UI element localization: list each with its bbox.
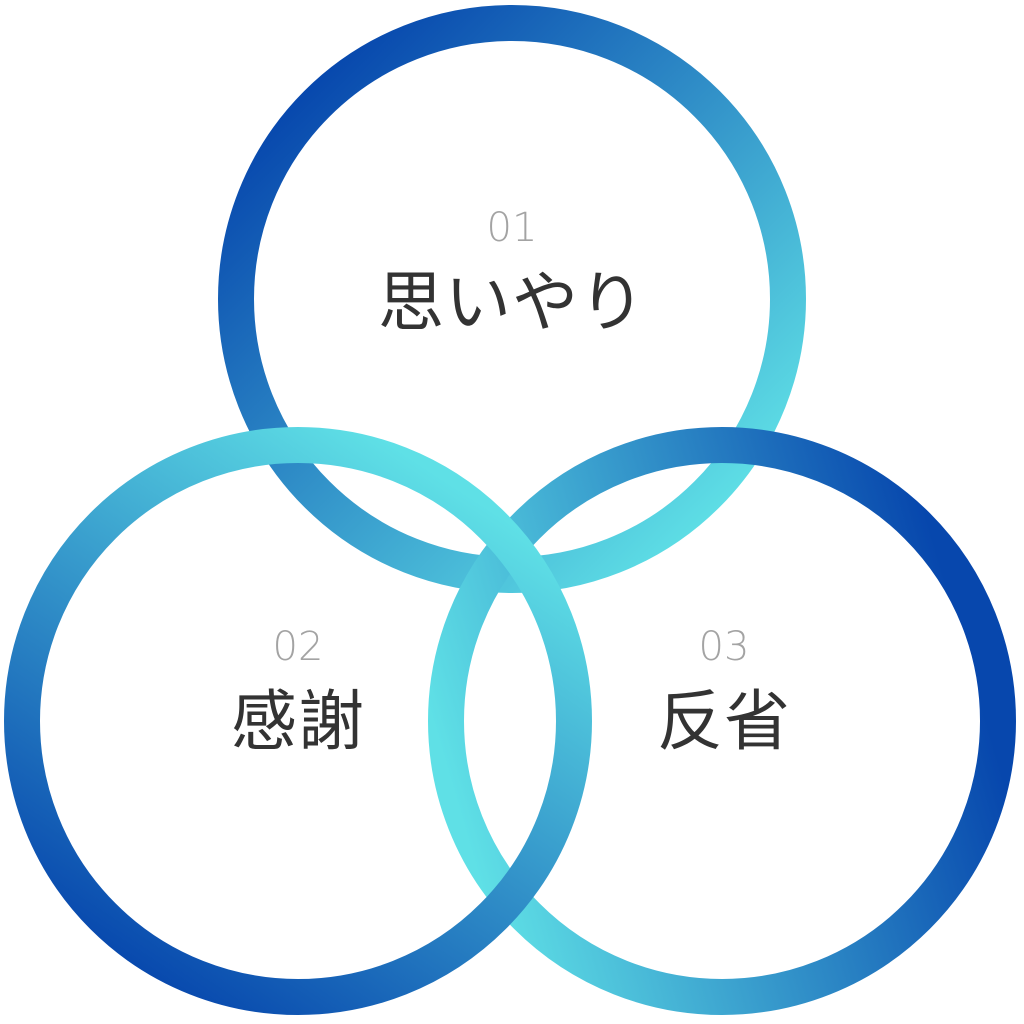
label-circle-03: 03 反省 xyxy=(574,627,874,755)
ring-03 xyxy=(428,427,1016,1015)
circle-title: 反省 xyxy=(657,683,791,760)
circle-number: 01 xyxy=(486,205,538,251)
circle-title: 思いやり xyxy=(378,264,646,341)
circle-number: 02 xyxy=(272,624,324,670)
circle-title: 感謝 xyxy=(231,683,365,760)
circle-number: 03 xyxy=(698,624,750,670)
label-circle-02: 02 感謝 xyxy=(148,627,448,755)
ring-02 xyxy=(4,427,592,1015)
label-circle-01: 01 思いやり xyxy=(362,208,662,336)
